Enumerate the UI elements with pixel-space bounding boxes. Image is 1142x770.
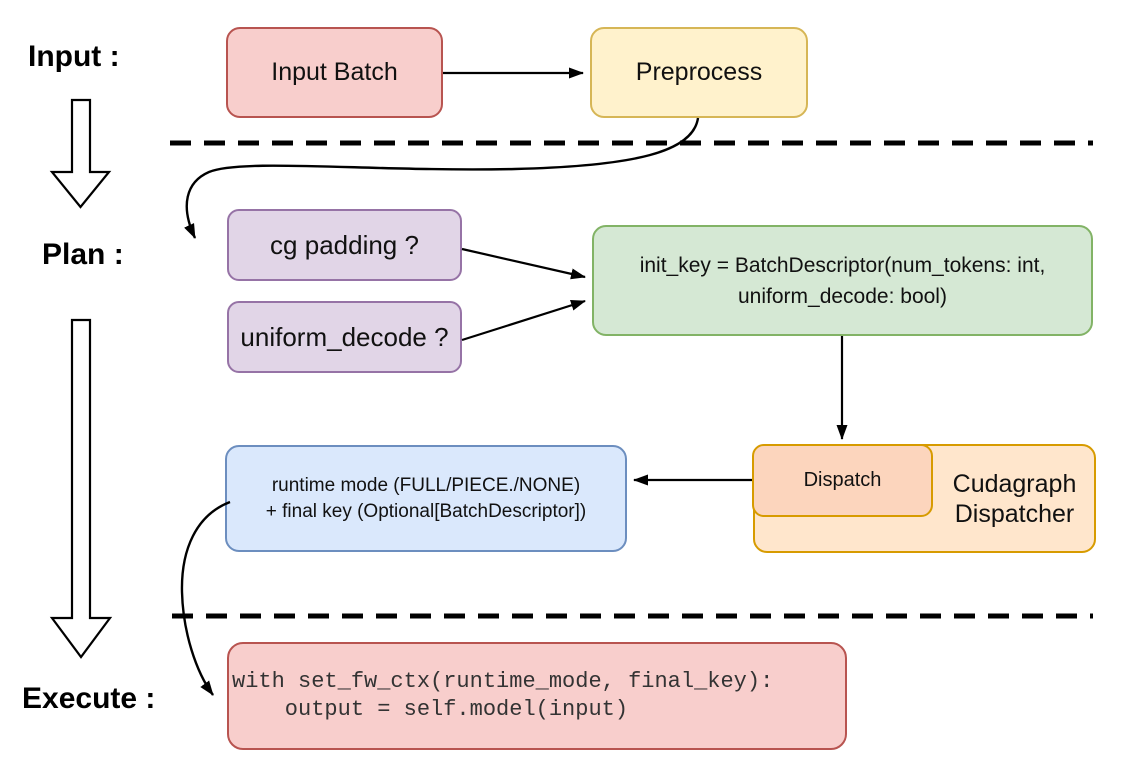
node-runtime-mode-result: runtime mode (FULL/PIECE./NONE) + final … (225, 445, 627, 552)
node-uniform-decode: uniform_decode ? (227, 301, 462, 373)
stage-label-execute: Execute : (22, 682, 156, 715)
node-preprocess: Preprocess (590, 27, 808, 118)
node-execute-code: with set_fw_ctx(runtime_mode, final_key)… (227, 642, 847, 750)
node-input-batch: Input Batch (226, 27, 443, 118)
big-arrow-input-to-plan (49, 98, 112, 209)
stage-label-input: Input : (28, 40, 120, 73)
arrow-uniformdecode-to-initkey (461, 299, 586, 342)
arrow-cgpadding-to-initkey (461, 247, 586, 280)
stage-label-plan: Plan : (42, 238, 124, 271)
big-arrow-plan-to-execute (49, 318, 113, 659)
node-dispatch: Dispatch (752, 444, 933, 517)
cudagraph-dispatcher-label: Cudagraph Dispatcher (952, 469, 1077, 528)
curve-runtime-to-execute (180, 500, 231, 696)
node-init-key: init_key = BatchDescriptor(num_tokens: i… (592, 225, 1093, 336)
node-cg-padding: cg padding ? (227, 209, 462, 281)
